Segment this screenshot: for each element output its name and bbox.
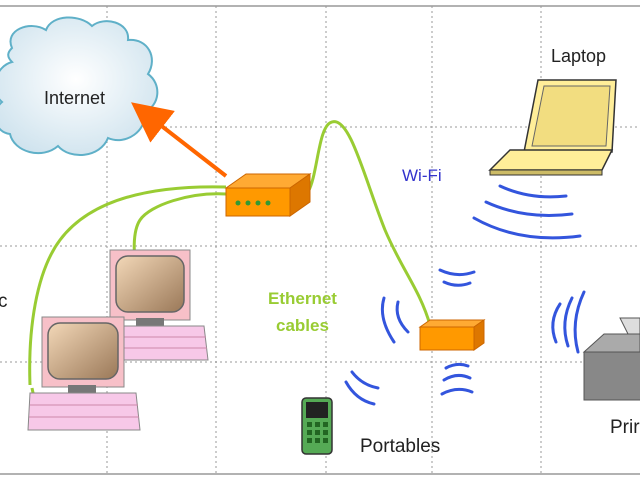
internet-arrow (131, 102, 228, 178)
laptop-label: Laptop (551, 46, 607, 66)
desktop-computer-icon (27, 316, 141, 431)
wifi-waves (344, 184, 586, 406)
internet-label: Internet (44, 88, 106, 108)
ethernet-cables (28, 120, 432, 409)
ethernet-label-line2: cables (276, 316, 329, 335)
ethernet-label-line1: Ethernet (268, 289, 337, 308)
cable-router-pc2 (28, 185, 227, 386)
phone-icon (301, 397, 333, 455)
cable-router-ap (306, 120, 432, 326)
printer-icon (582, 317, 640, 401)
desktop-computer-icon (109, 249, 209, 361)
portables-label: Portables (360, 436, 441, 457)
laptop-icon (488, 79, 617, 176)
access-point-icon (418, 319, 486, 351)
cloud-icon (0, 16, 159, 157)
left-edge-label: c (0, 291, 8, 312)
router-icon (224, 173, 312, 217)
printer-label: Prir (610, 417, 640, 438)
wifi-label: Wi-Fi (402, 166, 442, 185)
